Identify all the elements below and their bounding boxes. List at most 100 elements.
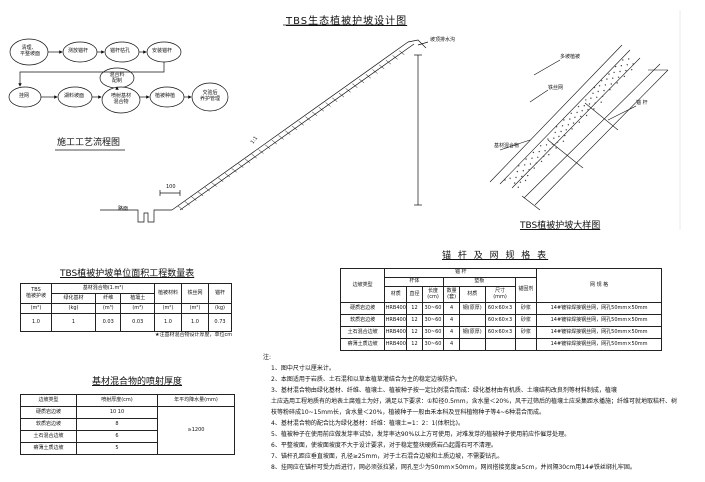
label-dim-100: 100 <box>166 184 176 190</box>
fill-dot <box>581 110 583 112</box>
fill-dot <box>551 143 554 145</box>
qty-table-title: TBS植被护坡单位面积工程数量表 <box>60 269 195 279</box>
slope-hatch <box>392 55 398 60</box>
anchor-table: 边坡类型 锚 杆 网 规 格 杆体 垫板 锚固剂 材质 直径 长度(cm) 数量… <box>339 268 662 351</box>
fill-dot <box>524 179 527 182</box>
detail-label-mix: 基材混合物 <box>494 143 520 149</box>
fill-dot <box>628 58 630 60</box>
fill-dot <box>563 119 565 121</box>
slope-hatch <box>224 172 231 178</box>
fill-dot <box>585 114 588 117</box>
fill-dot <box>583 105 585 107</box>
note-line: 3、基材混合物由绿化基材、纤维、植壤土、植被种子按一定比例混合而成：绿化基材由有… <box>271 387 617 394</box>
fill-dot <box>565 129 567 131</box>
fill-dot <box>527 174 529 177</box>
label-drain: 坡顶排水沟 <box>430 37 456 43</box>
fill-dot <box>572 122 575 124</box>
flow-label-wet: 湖料坡面 <box>64 93 85 99</box>
note-line: 4、基材混合物的配合比为绿化基材：纤维：植壤土=1：2：1(体积比)。 <box>271 420 464 427</box>
fill-dot <box>548 154 550 156</box>
fill-dot <box>537 156 539 158</box>
slope-hatch <box>231 168 237 173</box>
thick-table-title: 基材混合物的喷射厚度 <box>92 377 183 387</box>
fill-dot <box>549 148 551 150</box>
fill-dot <box>564 134 566 137</box>
slope-hatch <box>385 59 392 65</box>
flow-node-spray <box>101 86 141 114</box>
slope-hatch <box>352 83 358 88</box>
fill-dot <box>617 76 620 79</box>
flow-title: 施工工艺流程图 <box>57 138 121 148</box>
fill-dot <box>538 150 540 153</box>
fill-dot <box>547 138 549 140</box>
fill-dot <box>598 85 601 87</box>
fill-dot <box>504 179 506 181</box>
fill-dot <box>604 84 607 86</box>
note-line: 6、平整坡面，使坡面坡度不大于设计要求，对于稳定整块硬质岩凸起露石可不清理。 <box>271 442 497 449</box>
flow-label-measure: 测放锚杆 <box>68 48 89 54</box>
fill-dot <box>528 169 530 171</box>
flow-label-mix: 混合料配制 <box>109 72 125 84</box>
label-road: 路面 <box>118 206 129 212</box>
fill-dot <box>620 65 623 67</box>
slope-hatch <box>238 163 244 168</box>
slope-hatch <box>358 78 365 84</box>
slope-hatch <box>298 121 304 126</box>
fill-dot <box>614 65 617 68</box>
note-line: 土应选用工程地质有的地表土腐殖土为好，满足以下要求：①粒径0.5mm，含水量＜2… <box>271 398 677 405</box>
fill-dot <box>613 71 615 74</box>
fill-dot <box>577 105 580 108</box>
fill-dot <box>625 69 627 72</box>
flow-chart <box>8 38 229 114</box>
table-row: 硬质岩边坡 10 10 ≥1200 <box>20 406 235 455</box>
fill-dot <box>631 69 633 71</box>
slope-hatch <box>258 149 264 154</box>
slope-hatch <box>311 111 318 117</box>
fill-dot <box>518 165 520 167</box>
fill-dot <box>578 121 580 123</box>
fill-dot <box>574 116 576 119</box>
flow-label-spray: 喷射基材混合物 <box>110 93 131 105</box>
slope-hatch <box>251 154 257 159</box>
fill-dot <box>597 90 599 93</box>
detail-label-anchor: 锚 杆 <box>636 100 648 106</box>
fill-dot <box>580 115 582 118</box>
fill-dot <box>531 157 533 159</box>
fill-dot <box>593 86 596 89</box>
flow-label-plant: 植被种植 <box>155 93 176 99</box>
fill-dot <box>622 59 624 61</box>
fill-dot <box>540 145 542 147</box>
fill-dot <box>540 160 543 163</box>
fill-dot <box>560 130 562 133</box>
slope-hatch <box>379 64 385 70</box>
fill-dot <box>519 181 522 183</box>
table-row: 1.0 1 0.03 0.03 1.0 1.0 0.73 <box>20 313 232 332</box>
slope-hatch <box>325 102 331 107</box>
detail-title: TBS植被护坡大样图 <box>520 221 601 231</box>
slope-hatch <box>345 88 351 93</box>
qty-table-note: ★注基材混合物设计厚度，单位cm <box>155 332 233 338</box>
flow-label-clean: 清理、平整坡面 <box>20 45 41 57</box>
slope-section <box>100 39 429 223</box>
fill-dot <box>632 63 634 65</box>
fill-dot <box>543 155 545 158</box>
fill-dot <box>587 109 589 111</box>
slope-hatch <box>265 144 271 150</box>
slope-hatch <box>191 196 197 201</box>
fill-dot <box>522 170 524 172</box>
fill-dot <box>610 83 612 85</box>
fill-dot <box>558 135 560 138</box>
fill-dot <box>555 126 558 128</box>
fill-dot <box>545 144 548 146</box>
fill-dot <box>555 147 557 149</box>
page-title: TBS生态植被护坡设计图 <box>286 16 408 27</box>
fill-dot <box>590 97 592 99</box>
table-row: 软质岩边坡 8 <box>20 418 235 431</box>
fill-dot <box>553 137 555 139</box>
flow-label-care: 交验后养护管理 <box>199 90 220 102</box>
